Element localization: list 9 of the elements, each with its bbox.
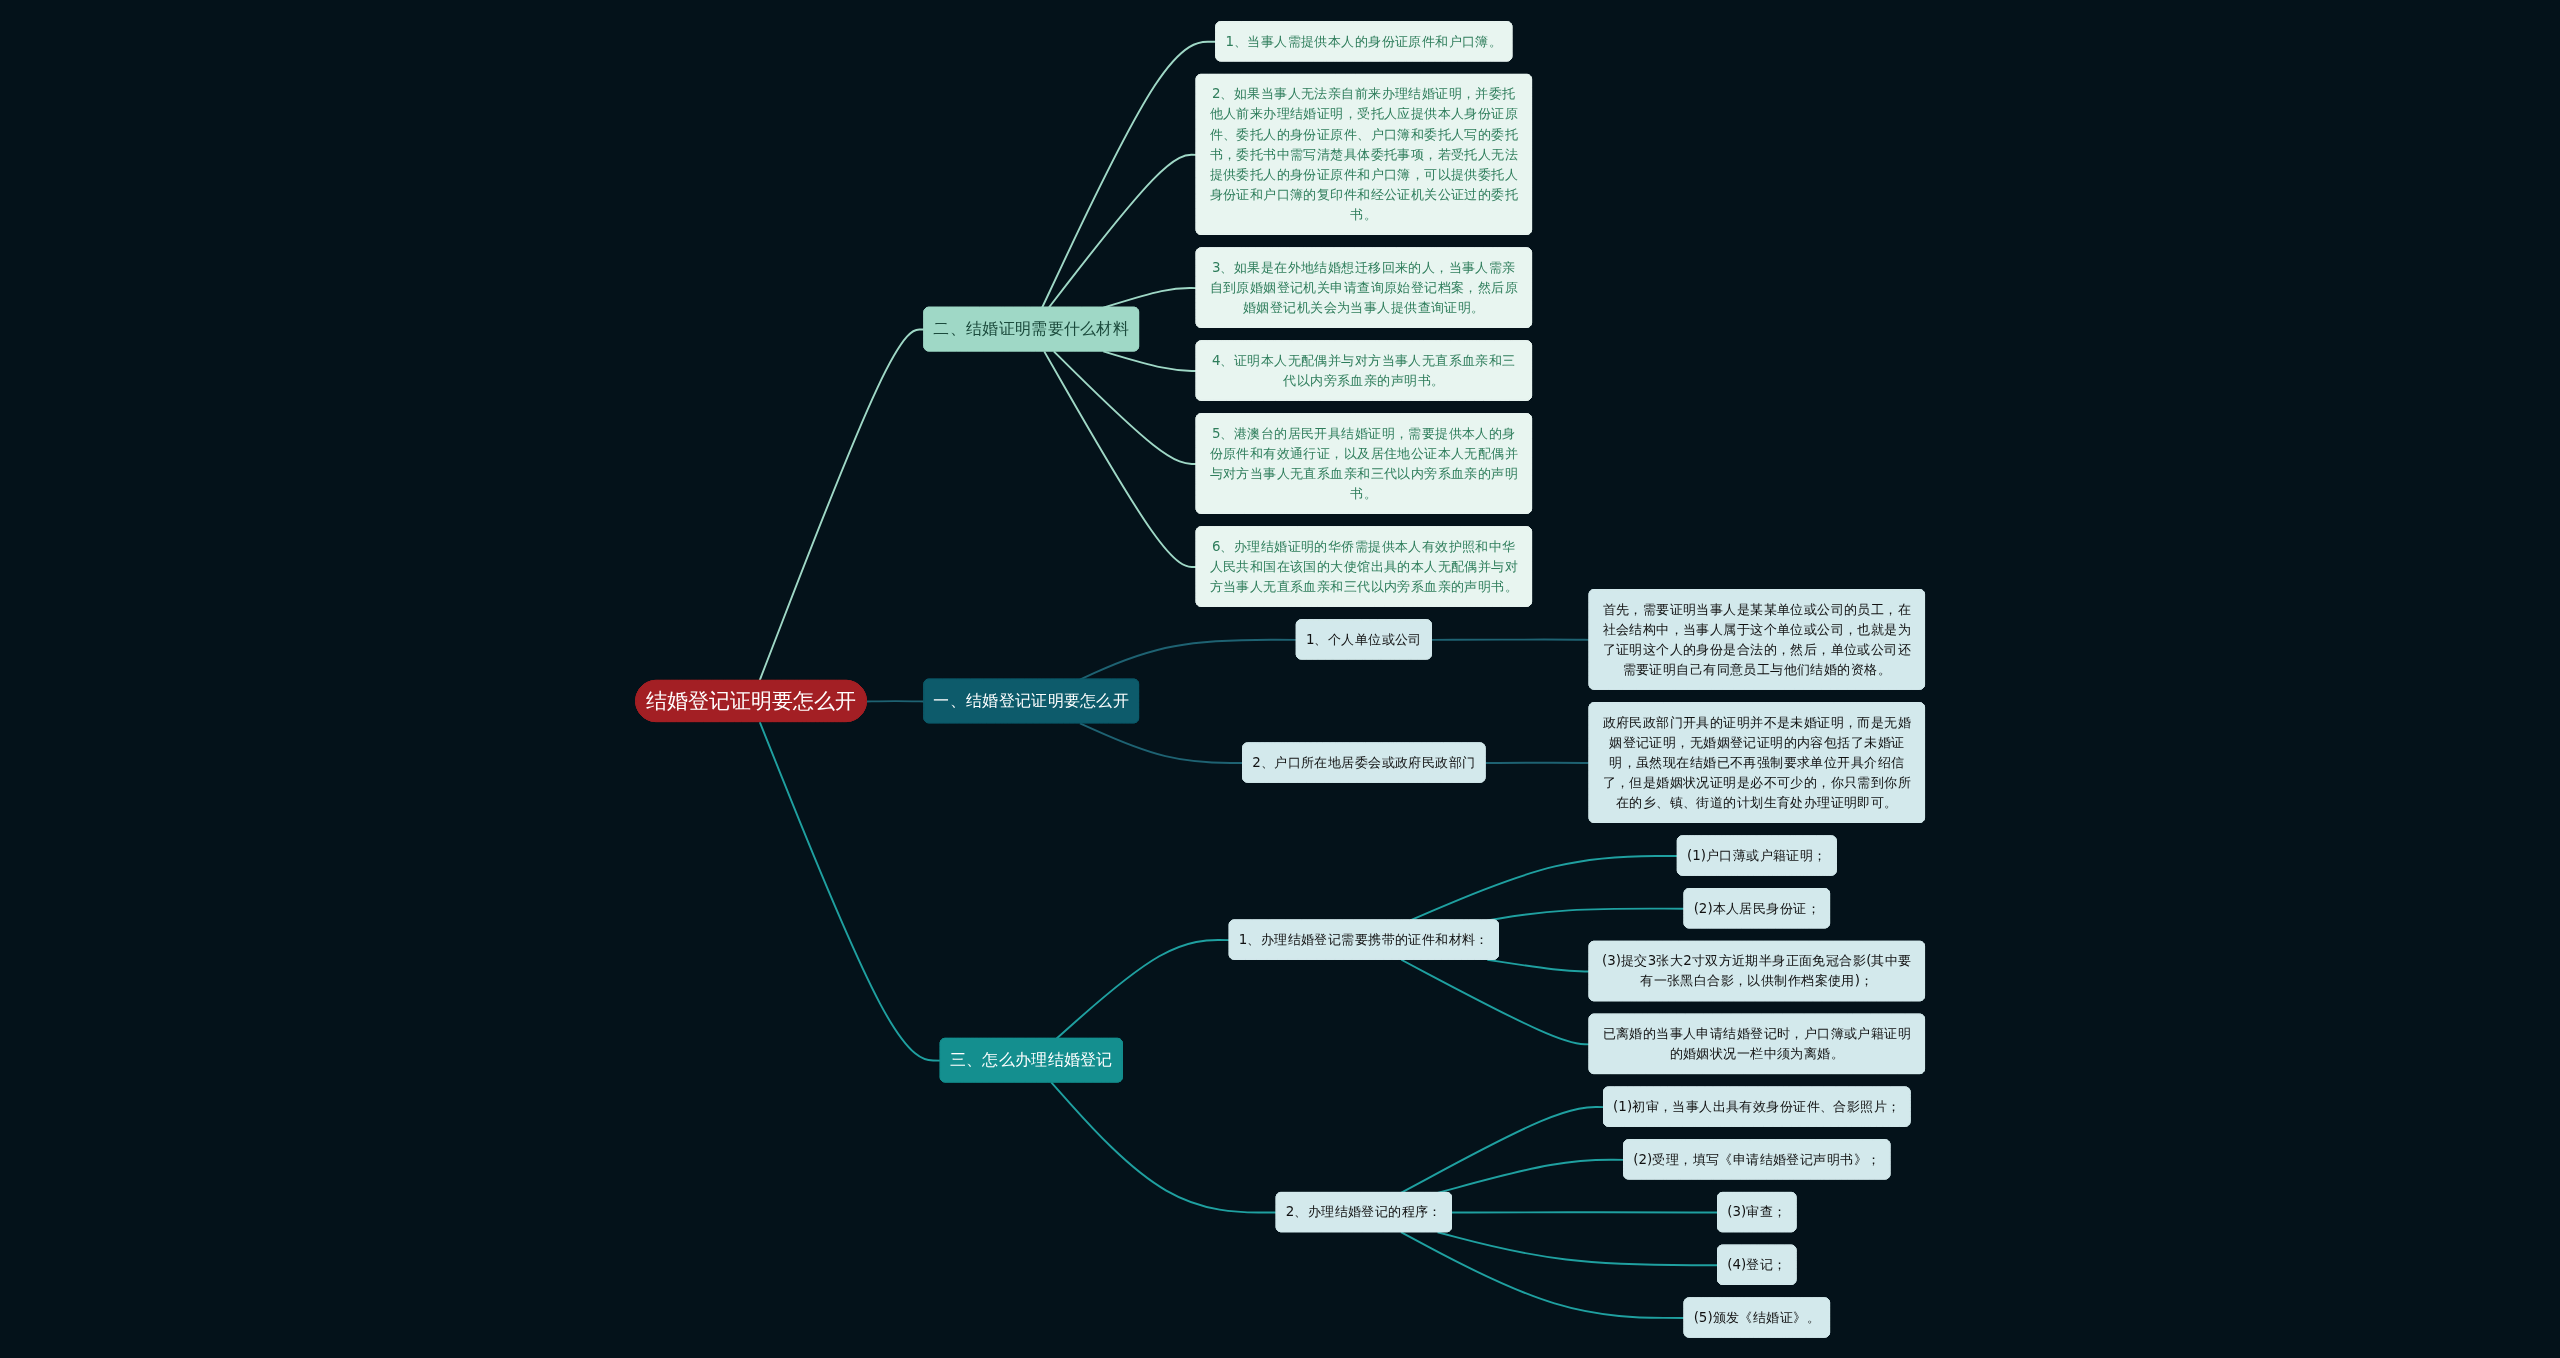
connector	[1050, 1081, 1278, 1214]
connector	[1078, 721, 1244, 764]
connector	[1399, 1105, 1605, 1194]
connector	[1436, 1230, 1719, 1266]
connector	[1450, 1210, 1719, 1214]
connector	[1043, 350, 1198, 568]
connector	[1052, 350, 1198, 465]
connector	[1102, 350, 1198, 372]
connector	[758, 720, 942, 1062]
